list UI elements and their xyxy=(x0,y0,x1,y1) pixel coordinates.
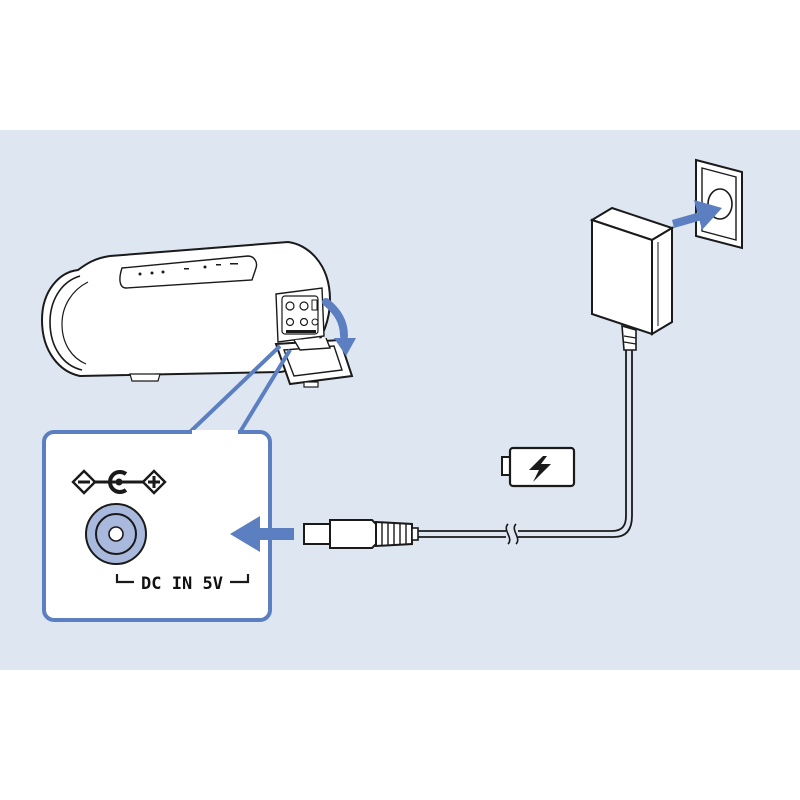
insert-arrow-plug xyxy=(230,516,294,552)
dc-in-jack xyxy=(85,503,147,565)
battery-charging-icon xyxy=(501,446,576,488)
close-direction-arrow xyxy=(322,298,356,356)
polarity-symbol xyxy=(71,469,167,495)
port-cover-flap xyxy=(274,337,354,388)
ac-adapter xyxy=(589,206,675,351)
callout-lines xyxy=(188,344,292,434)
dc-in-label: DC IN 5V xyxy=(141,574,223,594)
dc-in-inset: DC IN 5V xyxy=(42,430,272,622)
dc-plug xyxy=(303,519,419,549)
power-cable xyxy=(418,350,633,545)
wall-outlet xyxy=(695,158,743,250)
insert-arrow-outlet xyxy=(672,200,722,230)
